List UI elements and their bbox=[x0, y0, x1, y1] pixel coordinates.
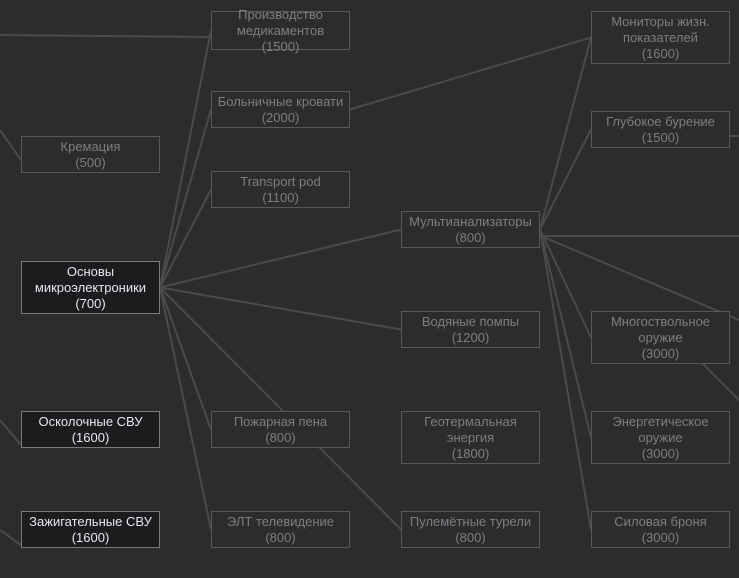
link-multianalyzers-to-power-armor bbox=[539, 229, 592, 530]
tech-node-cost: (1100) bbox=[262, 189, 299, 205]
tech-node-cost: (3000) bbox=[641, 445, 680, 461]
tech-node-cost: (1500) bbox=[641, 129, 680, 145]
tech-node-label: микроэлектроники bbox=[34, 279, 147, 295]
tech-node-crt-tv[interactable]: ЭЛТ телевидение(800) bbox=[211, 511, 350, 548]
tech-node-multianalyzers[interactable]: Мультианализаторы(800) bbox=[401, 211, 540, 248]
tech-node-label: Мониторы жизн. bbox=[611, 13, 710, 29]
tech-node-cost: (3000) bbox=[641, 529, 680, 545]
tech-node-cost: (2000) bbox=[261, 109, 300, 125]
tech-node-incendiary-ied[interactable]: Зажигательные СВУ(1600) bbox=[21, 511, 160, 548]
tech-node-label: Производство bbox=[238, 6, 323, 22]
tech-node-cost: (500) bbox=[75, 154, 106, 170]
link-microelectronics-to-medicine bbox=[159, 30, 212, 288]
link-multianalyzers-to-energy-weapons bbox=[539, 229, 592, 438]
link-multianalyzers-to-vitals-monitors bbox=[539, 37, 592, 230]
tech-node-cost: (800) bbox=[455, 229, 486, 245]
tech-node-fire-foam[interactable]: Пожарная пена(800) bbox=[211, 411, 350, 448]
tech-node-cost: (3000) bbox=[641, 345, 680, 361]
link-offscreen-2 bbox=[0, 419, 22, 446]
tech-node-label: Пожарная пена bbox=[233, 413, 328, 429]
tech-node-transport-pod[interactable]: Transport pod(1100) bbox=[211, 171, 350, 208]
link-microelectronics-to-turrets bbox=[159, 286, 402, 531]
tech-node-label: Пулемётные турели bbox=[409, 513, 532, 529]
tech-node-vitals-monitors[interactable]: Мониторы жизн.показателей(1600) bbox=[591, 11, 730, 64]
tech-node-deep-drilling[interactable]: Глубокое бурение(1500) bbox=[591, 111, 730, 148]
tech-node-label: Энергетическое bbox=[612, 413, 709, 429]
link-multianalyzers-to-deep-drilling bbox=[539, 129, 592, 230]
tech-node-label: Зажигательные СВУ bbox=[29, 513, 152, 529]
tech-node-cost: (1600) bbox=[641, 45, 680, 61]
tech-node-water-pumps[interactable]: Водяные помпы(1200) bbox=[401, 311, 540, 348]
link-offscreen-1 bbox=[0, 129, 22, 161]
tech-node-label: Кремация bbox=[60, 138, 121, 154]
tech-node-label: оружие bbox=[638, 329, 683, 345]
tech-node-turrets[interactable]: Пулемётные турели(800) bbox=[401, 511, 540, 548]
tech-node-cost: (800) bbox=[265, 429, 296, 445]
link-offscreen-5 bbox=[540, 235, 739, 321]
link-microelectronics-to-water-pumps bbox=[159, 286, 402, 331]
tech-node-label: Водяные помпы bbox=[421, 313, 520, 329]
link-offscreen-3 bbox=[0, 529, 22, 546]
tech-node-cost: (800) bbox=[455, 529, 486, 545]
tech-node-label: Основы bbox=[66, 263, 115, 279]
link-microelectronics-to-crt-tv bbox=[159, 287, 212, 530]
tech-node-label: показателей bbox=[623, 29, 698, 45]
tech-node-cost: (800) bbox=[265, 529, 296, 545]
tech-node-cost: (1200) bbox=[451, 329, 490, 345]
link-microelectronics-to-fire-foam bbox=[159, 287, 212, 430]
tech-node-label: медикаментов bbox=[236, 22, 325, 38]
tech-node-label: Больничные кровати bbox=[217, 93, 344, 109]
tech-node-cost: (1800) bbox=[451, 445, 490, 461]
tech-node-cremation[interactable]: Кремация(500) bbox=[21, 136, 160, 173]
link-microelectronics-to-multianalyzers bbox=[159, 228, 402, 289]
link-offscreen-7 bbox=[699, 360, 739, 401]
tech-node-frag-ied[interactable]: Осколочные СВУ(1600) bbox=[21, 411, 160, 448]
tech-node-label: Глубокое бурение bbox=[606, 113, 715, 129]
link-microelectronics-to-hospital-beds bbox=[159, 109, 212, 288]
tech-node-label: Осколочные СВУ bbox=[38, 413, 143, 429]
tech-node-label: ЭЛТ телевидение bbox=[226, 513, 335, 529]
tech-node-label: Силовая броня bbox=[614, 513, 707, 529]
tech-node-label: Многоствольное bbox=[610, 313, 711, 329]
tech-node-cost: (1500) bbox=[261, 38, 300, 54]
tech-node-label: оружие bbox=[638, 429, 683, 445]
link-multianalyzers-to-multi-barrel bbox=[539, 229, 592, 338]
link-offscreen-0 bbox=[0, 34, 212, 38]
link-hospital-beds-to-vitals-monitors bbox=[349, 36, 592, 111]
tech-node-label: Мультианализаторы bbox=[409, 213, 532, 229]
tech-node-hospital-beds[interactable]: Больничные кровати(2000) bbox=[211, 91, 350, 128]
tech-node-label: энергия bbox=[446, 429, 495, 445]
tech-node-label: Геотермальная bbox=[424, 413, 517, 429]
link-microelectronics-to-transport-pod bbox=[159, 189, 212, 288]
tech-node-cost: (700) bbox=[75, 295, 106, 311]
tech-node-cost: (1600) bbox=[71, 429, 110, 445]
tech-node-cost: (1600) bbox=[71, 529, 110, 545]
tech-node-label: Transport pod bbox=[240, 173, 321, 189]
tech-node-power-armor[interactable]: Силовая броня(3000) bbox=[591, 511, 730, 548]
